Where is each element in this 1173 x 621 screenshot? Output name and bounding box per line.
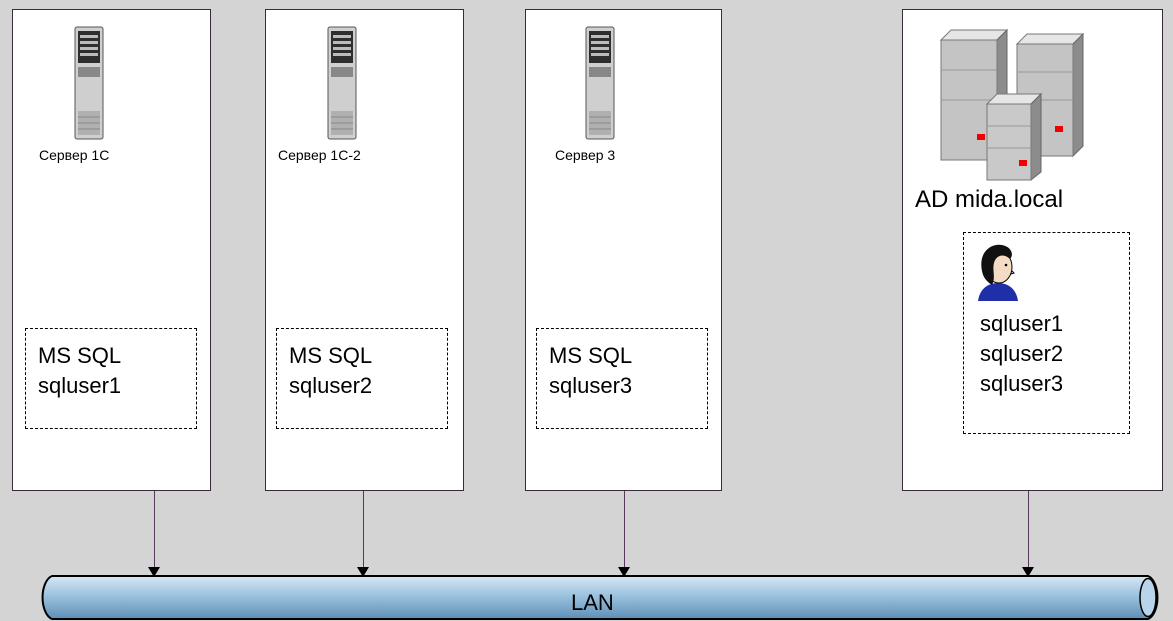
server-box-3: Сервер 3 MS SQL sqluser3 <box>525 9 722 491</box>
sql-title: MS SQL <box>289 343 373 368</box>
sql-instance-group: MS SQL sqluser3 <box>536 328 708 429</box>
ad-server-box: AD mida.local sqluser1 sqluser2 sqluser3 <box>902 9 1163 491</box>
sql-title: MS SQL <box>549 343 633 368</box>
sql-user: sqluser2 <box>289 373 373 398</box>
tower-server-icon <box>327 26 357 140</box>
sql-user: sqluser3 <box>549 373 633 398</box>
sql-instance-group: MS SQL sqluser1 <box>25 328 197 429</box>
connector-line <box>154 491 155 575</box>
server-box-1: Сервер 1С MS SQL sqluser1 <box>12 9 211 491</box>
ad-user-item: sqluser2 <box>980 341 1064 366</box>
tower-server-icon <box>585 26 615 140</box>
connector-line <box>363 491 364 575</box>
ad-label: AD mida.local <box>915 186 1064 213</box>
connector-arrowhead <box>357 567 369 577</box>
server-label: Сервер 1С <box>39 147 110 163</box>
server-box-2: Сервер 1С-2 MS SQL sqluser2 <box>265 9 464 491</box>
connector-line <box>624 491 625 575</box>
connector-line <box>1028 491 1029 575</box>
connector-arrowhead <box>148 567 160 577</box>
sql-user: sqluser1 <box>38 373 122 398</box>
user-icon <box>978 244 1018 301</box>
lan-pipe <box>41 575 1159 620</box>
server-label: Сервер 3 <box>555 147 616 163</box>
server-cluster-icon <box>939 28 1085 182</box>
tower-server-icon <box>74 26 104 140</box>
server-label: Сервер 1С-2 <box>278 147 361 163</box>
ad-users-group: sqluser1 sqluser2 sqluser3 <box>963 232 1130 434</box>
ad-user-item: sqluser1 <box>980 311 1064 336</box>
connector-arrowhead <box>618 567 630 577</box>
lan-label: LAN <box>571 590 614 615</box>
sql-title: MS SQL <box>38 343 122 368</box>
ad-user-item: sqluser3 <box>980 371 1064 396</box>
connector-arrowhead <box>1022 567 1034 577</box>
sql-instance-group: MS SQL sqluser2 <box>276 328 448 429</box>
